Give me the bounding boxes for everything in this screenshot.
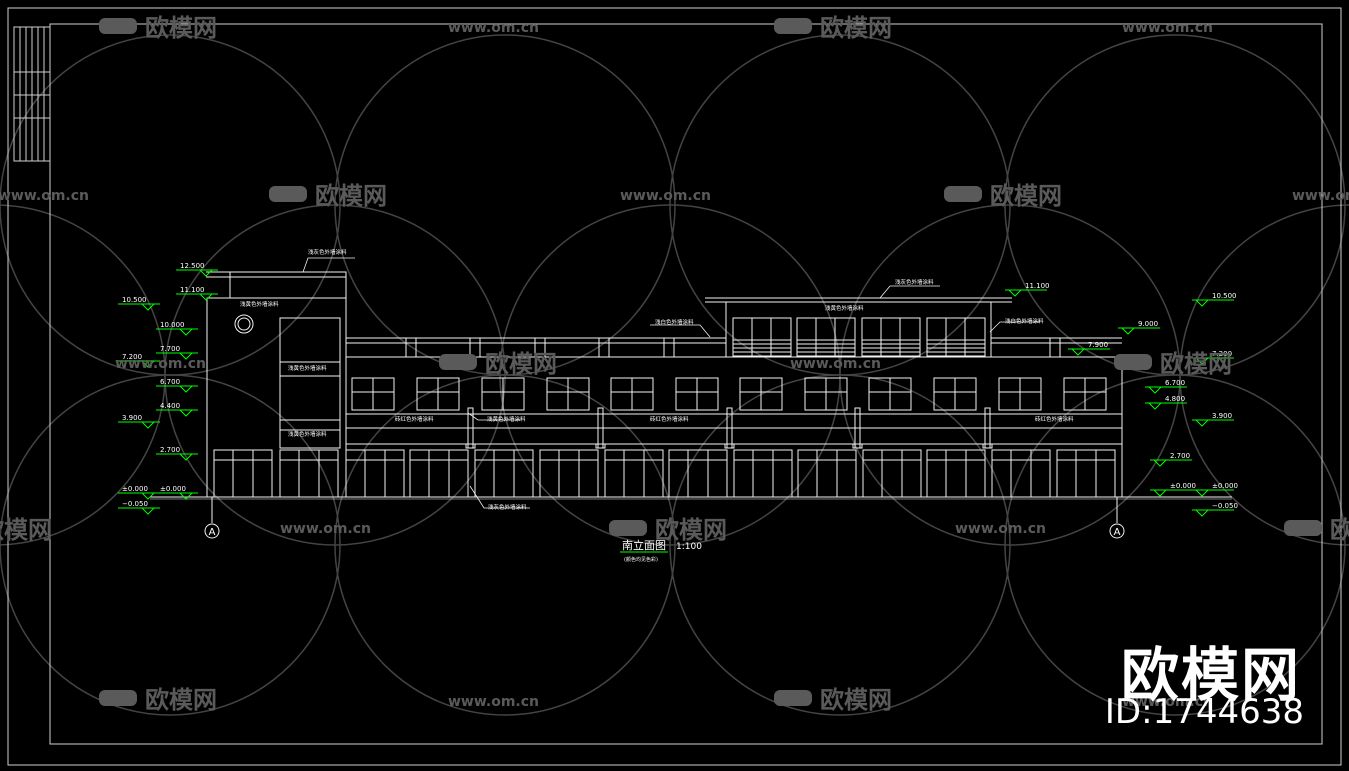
watermark-brand: 欧模网 [145, 686, 217, 714]
level-value: 4.800 [1165, 395, 1185, 403]
axis-markers [204, 497, 1125, 539]
watermark-brand: 欧模网 [820, 14, 892, 42]
note-mid-2: 浅黄色外墙涂料 [487, 415, 526, 423]
watermark-url: www.om.cn [448, 20, 539, 36]
watermark-brand: 欧模网 [1330, 516, 1349, 544]
note-tower-top: 浅黄色外墙涂料 [240, 300, 279, 308]
level-value: 9.000 [1138, 320, 1158, 328]
watermark-url: www.om.cn [1122, 694, 1213, 710]
note-tower-low: 浅黄色外墙涂料 [288, 430, 327, 438]
level-value: 10.000 [160, 321, 185, 329]
level-value: 7.200 [122, 353, 142, 361]
level-value: 6.700 [160, 378, 180, 386]
note-roof-right: 浅灰色外墙涂料 [895, 278, 934, 286]
level-value: 6.700 [1165, 379, 1185, 387]
level-value: ±0.000 [122, 485, 148, 493]
level-value: 12.500 [180, 262, 205, 270]
level-value: 7.700 [160, 345, 180, 353]
watermark-url: www.om.cn [790, 356, 881, 372]
note-roof-left: 浅灰色外墙涂料 [308, 248, 347, 256]
watermark-url: www.om.cn [115, 356, 206, 372]
level-value: 2.700 [160, 446, 180, 454]
level-value: ±0.000 [160, 485, 186, 493]
watermark-brand: 欧模网 [145, 14, 217, 42]
watermark-brand: 欧模网 [0, 516, 52, 544]
drawing-subtitle: (颜色均见色彩) [624, 556, 658, 563]
level-value: ±0.000 [1170, 482, 1196, 490]
watermark-brand-large: 欧模网 [1120, 641, 1301, 709]
watermark-tiles: 欧模网欧模网欧模网欧模网欧模网欧模网欧模网欧模网欧模网欧模网欧模网www.om.… [0, 14, 1349, 714]
note-upper-band: 浅白色外墙涂料 [655, 318, 694, 326]
level-value: −0.050 [1212, 502, 1238, 510]
watermark-id: ID:1744638 [1104, 692, 1304, 732]
note-extra-1: 浅黄色外墙涂料 [825, 304, 864, 312]
watermark-url: www.om.cn [955, 521, 1046, 537]
level-value: 4.400 [160, 402, 180, 410]
note-bottom: 浅灰色外墙涂料 [488, 503, 527, 511]
level-value: ±0.000 [1212, 482, 1238, 490]
watermark-brand: 欧模网 [990, 182, 1062, 210]
watermark-url: www.om.cn [448, 694, 539, 710]
level-value: 11.100 [180, 286, 205, 294]
axis-label-left: A [209, 527, 216, 538]
level-markers [118, 269, 1234, 517]
watermark-url: www.om.cn [0, 188, 89, 204]
note-mid-4: 砖红色外墙涂料 [1035, 415, 1074, 423]
level-value: 2.700 [1170, 452, 1190, 460]
level-values: 12.500 11.100 10.500 10.000 7.700 7.200 6.700 4… [122, 262, 1238, 510]
building-elevation [150, 271, 1232, 500]
watermark-brand: 欧模网 [1160, 350, 1232, 378]
note-mid-1: 砖红色外墙涂料 [395, 415, 434, 423]
watermark-brand: 欧模网 [315, 182, 387, 210]
annotation-leaders [302, 257, 1040, 509]
watermark-url: www.om.cn [1122, 20, 1213, 36]
level-value: 10.500 [1212, 292, 1237, 300]
drawing-title: 南立面图 [622, 538, 666, 552]
watermark-url: www.om.cn [280, 521, 371, 537]
level-value: 11.100 [1025, 282, 1050, 290]
level-value: −0.050 [122, 500, 148, 508]
watermark-brand: 欧模网 [485, 350, 557, 378]
material-notes: 浅灰色外墙涂料 浅黄色外墙涂料 浅黄色外墙涂料 浅黄色外墙涂料 浅灰色外墙涂料 … [240, 248, 1074, 511]
watermark-brand: 欧模网 [655, 516, 727, 544]
level-value: 3.900 [1212, 412, 1232, 420]
drawing-frame [7, 7, 1342, 766]
drawing-scale: 1:100 [676, 542, 702, 552]
watermark-url: www.om.cn [1292, 188, 1349, 204]
watermark-brand: 欧模网 [820, 686, 892, 714]
note-tower-mid: 浅黄色外墙涂料 [288, 364, 327, 372]
note-right-band: 浅白色外墙涂料 [1005, 317, 1044, 325]
level-value: 7.200 [1212, 350, 1232, 358]
watermark-url: www.om.cn [620, 188, 711, 204]
level-value: 10.500 [122, 296, 147, 304]
level-value: 7.900 [1088, 341, 1108, 349]
level-value: 3.900 [122, 414, 142, 422]
axis-label-right: A [1114, 527, 1121, 538]
watermark-circles [0, 34, 1349, 716]
note-mid-3: 砖红色外墙涂料 [650, 415, 689, 423]
